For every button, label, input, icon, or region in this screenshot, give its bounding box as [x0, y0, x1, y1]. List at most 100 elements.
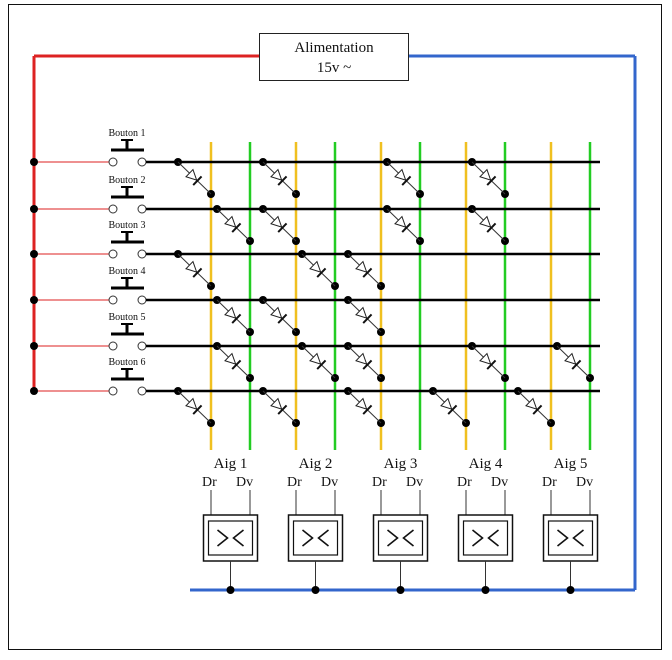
diode-anode-triangle	[479, 168, 492, 181]
coil-symbol-left	[387, 529, 399, 547]
diode-anode-triangle	[224, 306, 237, 319]
coil-symbol-right	[572, 529, 584, 547]
phase-junction-dot	[30, 205, 38, 213]
switch-dr-label: Dr	[457, 475, 472, 490]
diode-cathode-bar	[277, 175, 288, 186]
coil-symbol-right	[487, 529, 499, 547]
diode-anode-triangle	[185, 260, 198, 273]
phase-junction-dot	[30, 342, 38, 350]
point-motor-inner	[377, 520, 424, 556]
diode-anode-triangle	[185, 397, 198, 410]
power-supply-voltage: 15v ~	[316, 60, 352, 76]
diode-cathode-bar	[401, 222, 412, 233]
phase-junction-dot	[30, 296, 38, 304]
diode-cathode-bar	[401, 175, 412, 186]
button-label: Bouton 5	[109, 312, 146, 323]
diode-symbol	[394, 215, 412, 233]
return-junction-dot	[311, 586, 320, 594]
coil-symbol-left	[217, 529, 229, 547]
coil-symbol-left	[557, 529, 569, 547]
button-contact	[108, 249, 118, 259]
diode-cathode-bar	[571, 359, 582, 370]
diode-symbol	[185, 260, 203, 278]
diode-cathode-bar	[231, 313, 242, 324]
diode-cathode-bar	[486, 222, 497, 233]
diode-symbol	[525, 397, 543, 415]
switch-dv-label: Dv	[576, 475, 593, 490]
diode-anode-triangle	[440, 397, 453, 410]
switch-dr-label: Dr	[542, 475, 557, 490]
diode-anode-triangle	[355, 352, 368, 365]
diode-symbol	[309, 260, 327, 278]
diode-anode-triangle	[394, 168, 407, 181]
button-contact	[108, 295, 118, 305]
diode-anode-triangle	[479, 215, 492, 228]
point-motor-inner	[462, 520, 509, 556]
diode-symbol	[309, 352, 327, 370]
diode-anode-triangle	[270, 306, 283, 319]
switch-dv-label: Dv	[406, 475, 423, 490]
diode-symbol	[270, 168, 288, 186]
diode-cathode-bar	[362, 404, 373, 415]
diode-symbol	[440, 397, 458, 415]
coil-symbol-left	[472, 529, 484, 547]
diode-symbol	[564, 352, 582, 370]
diode-anode-triangle	[270, 397, 283, 410]
switch-dv-label: Dv	[236, 475, 253, 490]
diode-anode-triangle	[309, 352, 322, 365]
button-contact	[108, 341, 118, 351]
diode-symbol	[270, 397, 288, 415]
switch-dv-label: Dv	[321, 475, 338, 490]
point-motor-inner	[207, 520, 254, 556]
diode-anode-triangle	[309, 260, 322, 273]
diode-cathode-bar	[362, 359, 373, 370]
diode-cathode-bar	[277, 313, 288, 324]
diode-cathode-bar	[362, 313, 373, 324]
diode-symbol	[479, 168, 497, 186]
switch-label: Aig 4	[469, 456, 503, 472]
button-label: Bouton 4	[109, 266, 146, 277]
diode-symbol	[355, 352, 373, 370]
diode-anode-triangle	[355, 306, 368, 319]
return-junction-dot	[481, 586, 490, 594]
button-contact	[108, 157, 118, 167]
button-contact	[137, 341, 147, 351]
coil-symbol-right	[402, 529, 414, 547]
power-supply-title: Alimentation	[294, 40, 374, 56]
button-contact	[108, 204, 118, 214]
switch-dv-label: Dv	[491, 475, 508, 490]
diode-anode-triangle	[224, 352, 237, 365]
phase-junction-dot	[30, 387, 38, 395]
diode-anode-triangle	[270, 215, 283, 228]
button-contact	[137, 204, 147, 214]
diode-symbol	[355, 397, 373, 415]
diode-cathode-bar	[277, 222, 288, 233]
button-label: Bouton 2	[109, 175, 146, 186]
button-contact	[137, 386, 147, 396]
diode-cathode-bar	[447, 404, 458, 415]
diode-symbol	[270, 306, 288, 324]
diode-anode-triangle	[185, 168, 198, 181]
switch-label: Aig 1	[214, 456, 248, 472]
diode-symbol	[224, 215, 242, 233]
coil-symbol-right	[317, 529, 329, 547]
diode-cathode-bar	[231, 222, 242, 233]
diode-anode-triangle	[224, 215, 237, 228]
coil-symbol-right	[232, 529, 244, 547]
diode-symbol	[479, 215, 497, 233]
switch-label: Aig 3	[384, 456, 418, 472]
diode-symbol	[355, 306, 373, 324]
diode-symbol	[270, 215, 288, 233]
diode-cathode-bar	[192, 175, 203, 186]
switch-dr-label: Dr	[287, 475, 302, 490]
diode-anode-triangle	[355, 260, 368, 273]
button-contact	[137, 157, 147, 167]
button-label: Bouton 6	[109, 357, 146, 368]
diode-anode-triangle	[479, 352, 492, 365]
diode-cathode-bar	[316, 359, 327, 370]
button-label: Bouton 1	[109, 128, 146, 139]
diode-anode-triangle	[525, 397, 538, 410]
return-junction-dot	[226, 586, 235, 594]
diode-cathode-bar	[486, 175, 497, 186]
